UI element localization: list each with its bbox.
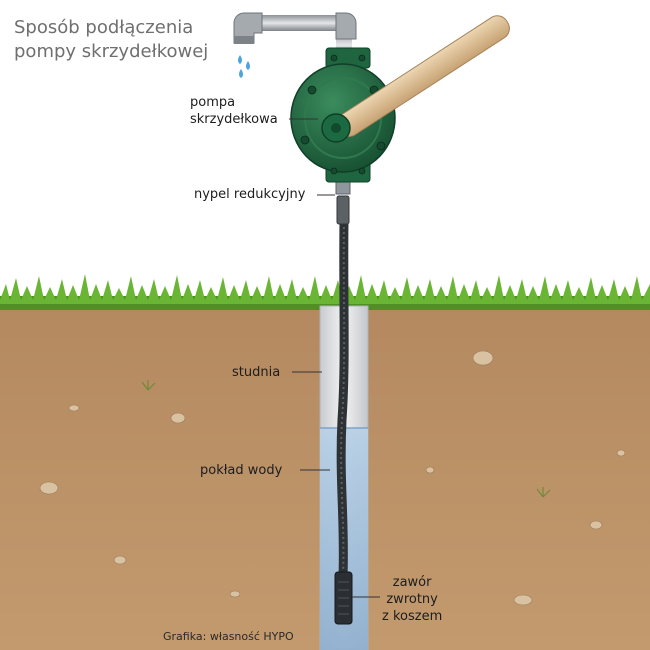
label-valve: zawór zwrotny z koszem — [382, 574, 442, 625]
image-credit: Grafika: własność HYPO — [163, 630, 294, 643]
outlet-pipe-horizontal — [256, 15, 342, 31]
label-pump: pompa skrzydełkowa — [190, 94, 278, 128]
label-well: studnia — [232, 365, 281, 380]
water-drops — [238, 55, 250, 78]
strainer-slots — [338, 581, 349, 615]
label-pump-line-1: pompa — [190, 95, 236, 110]
outlet-elbow-right — [335, 12, 357, 40]
label-water: pokład wody — [200, 463, 283, 478]
grass-blades — [0, 274, 650, 304]
handle-hub-nut — [331, 123, 341, 133]
reducing-nipple — [336, 195, 350, 225]
suction-hose — [336, 217, 349, 581]
title-line-1: Sposób podłączenia — [14, 17, 194, 38]
soil-weeds — [141, 380, 551, 498]
spout-mouth — [234, 36, 254, 44]
pump-bolts — [300, 54, 386, 175]
title-line-2: pompy skrzydełkowej — [14, 41, 209, 62]
label-pump-line-2: skrzydełkowa — [190, 112, 278, 127]
soil-stones — [39, 350, 626, 606]
label-valve-line-1: zawór — [392, 575, 432, 590]
label-valve-line-2: zwrotny — [386, 592, 438, 607]
label-nipple: nypel redukcyjny — [194, 187, 306, 202]
label-valve-line-3: z koszem — [382, 609, 443, 624]
leader-lines — [289, 118, 380, 598]
diagram-title: Sposób podłączenia pompy skrzydełkowej — [14, 16, 208, 64]
